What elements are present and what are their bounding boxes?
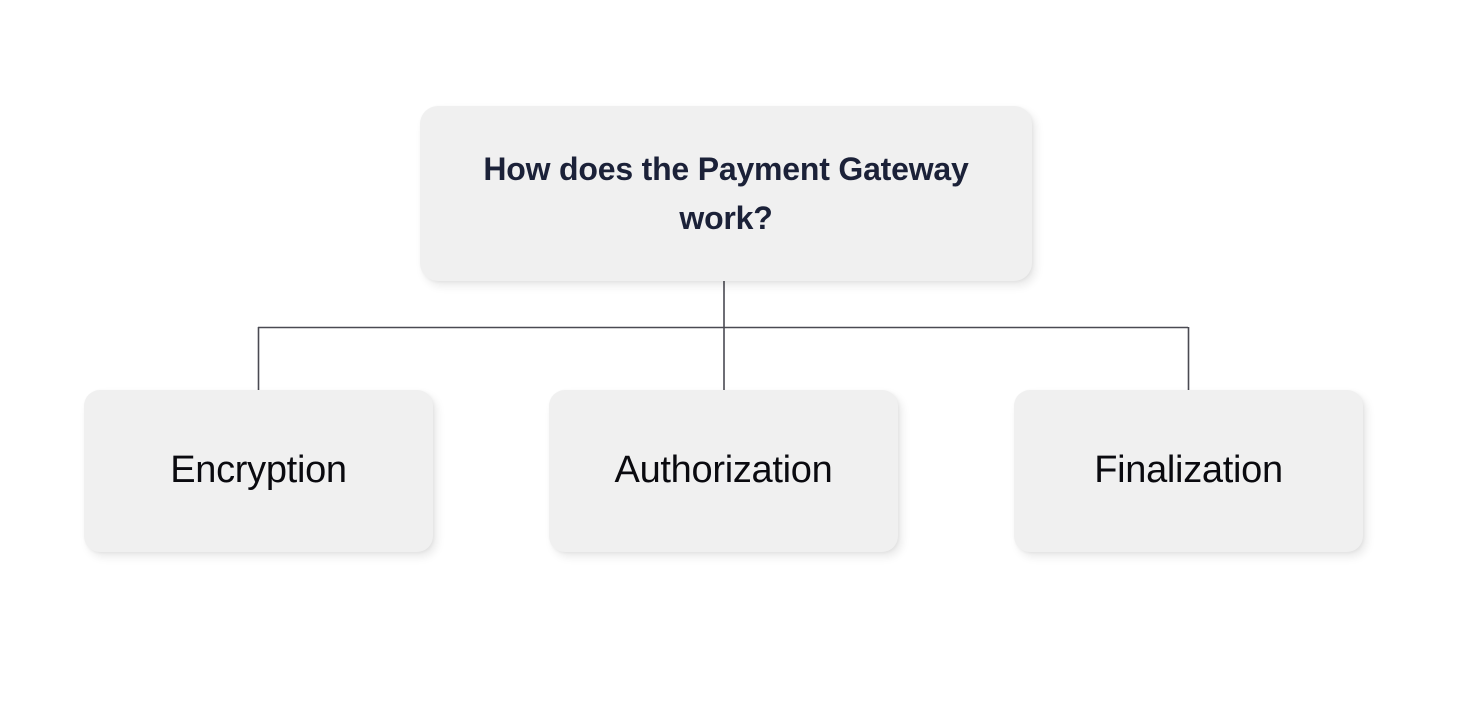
child-node-encryption[interactable]: Encryption — [84, 390, 433, 552]
child-node-finalization[interactable]: Finalization — [1014, 390, 1363, 552]
child-node-label: Authorization — [614, 449, 833, 492]
child-node-authorization[interactable]: Authorization — [549, 390, 898, 552]
child-node-label: Finalization — [1094, 449, 1283, 492]
root-node[interactable]: How does the Payment Gateway work? — [420, 106, 1032, 281]
root-node-label: How does the Payment Gateway work? — [483, 150, 969, 236]
child-node-label: Encryption — [170, 449, 347, 492]
